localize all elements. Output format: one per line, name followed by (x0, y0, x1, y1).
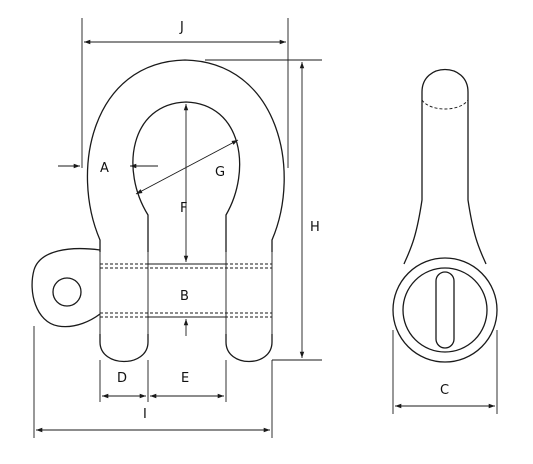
extension-lines (33, 18, 498, 438)
bow-inner (132, 101, 241, 252)
bow-outer (86, 59, 285, 252)
side-view-nut (392, 257, 498, 363)
label-f: F (180, 201, 187, 216)
label-d: D (117, 371, 127, 386)
shackle-side-view (392, 69, 498, 363)
right-leg-bottom (225, 334, 273, 363)
dimension-labels: J A G F H B D E I C (100, 20, 449, 422)
label-g: G (215, 165, 225, 180)
dim-g (135, 139, 239, 195)
label-e: E (181, 371, 189, 386)
pin-eye-hole (52, 277, 82, 307)
label-b: B (180, 289, 189, 304)
label-i: I (143, 407, 147, 422)
pin-eye (31, 247, 101, 328)
label-j: J (179, 20, 184, 35)
left-leg-bottom (99, 334, 149, 363)
label-a: A (100, 161, 109, 176)
side-view-slot (435, 271, 455, 349)
label-c: C (440, 383, 449, 398)
dimension-lines (36, 39, 495, 433)
label-h: H (310, 220, 320, 235)
shackle-front-view (31, 59, 285, 363)
